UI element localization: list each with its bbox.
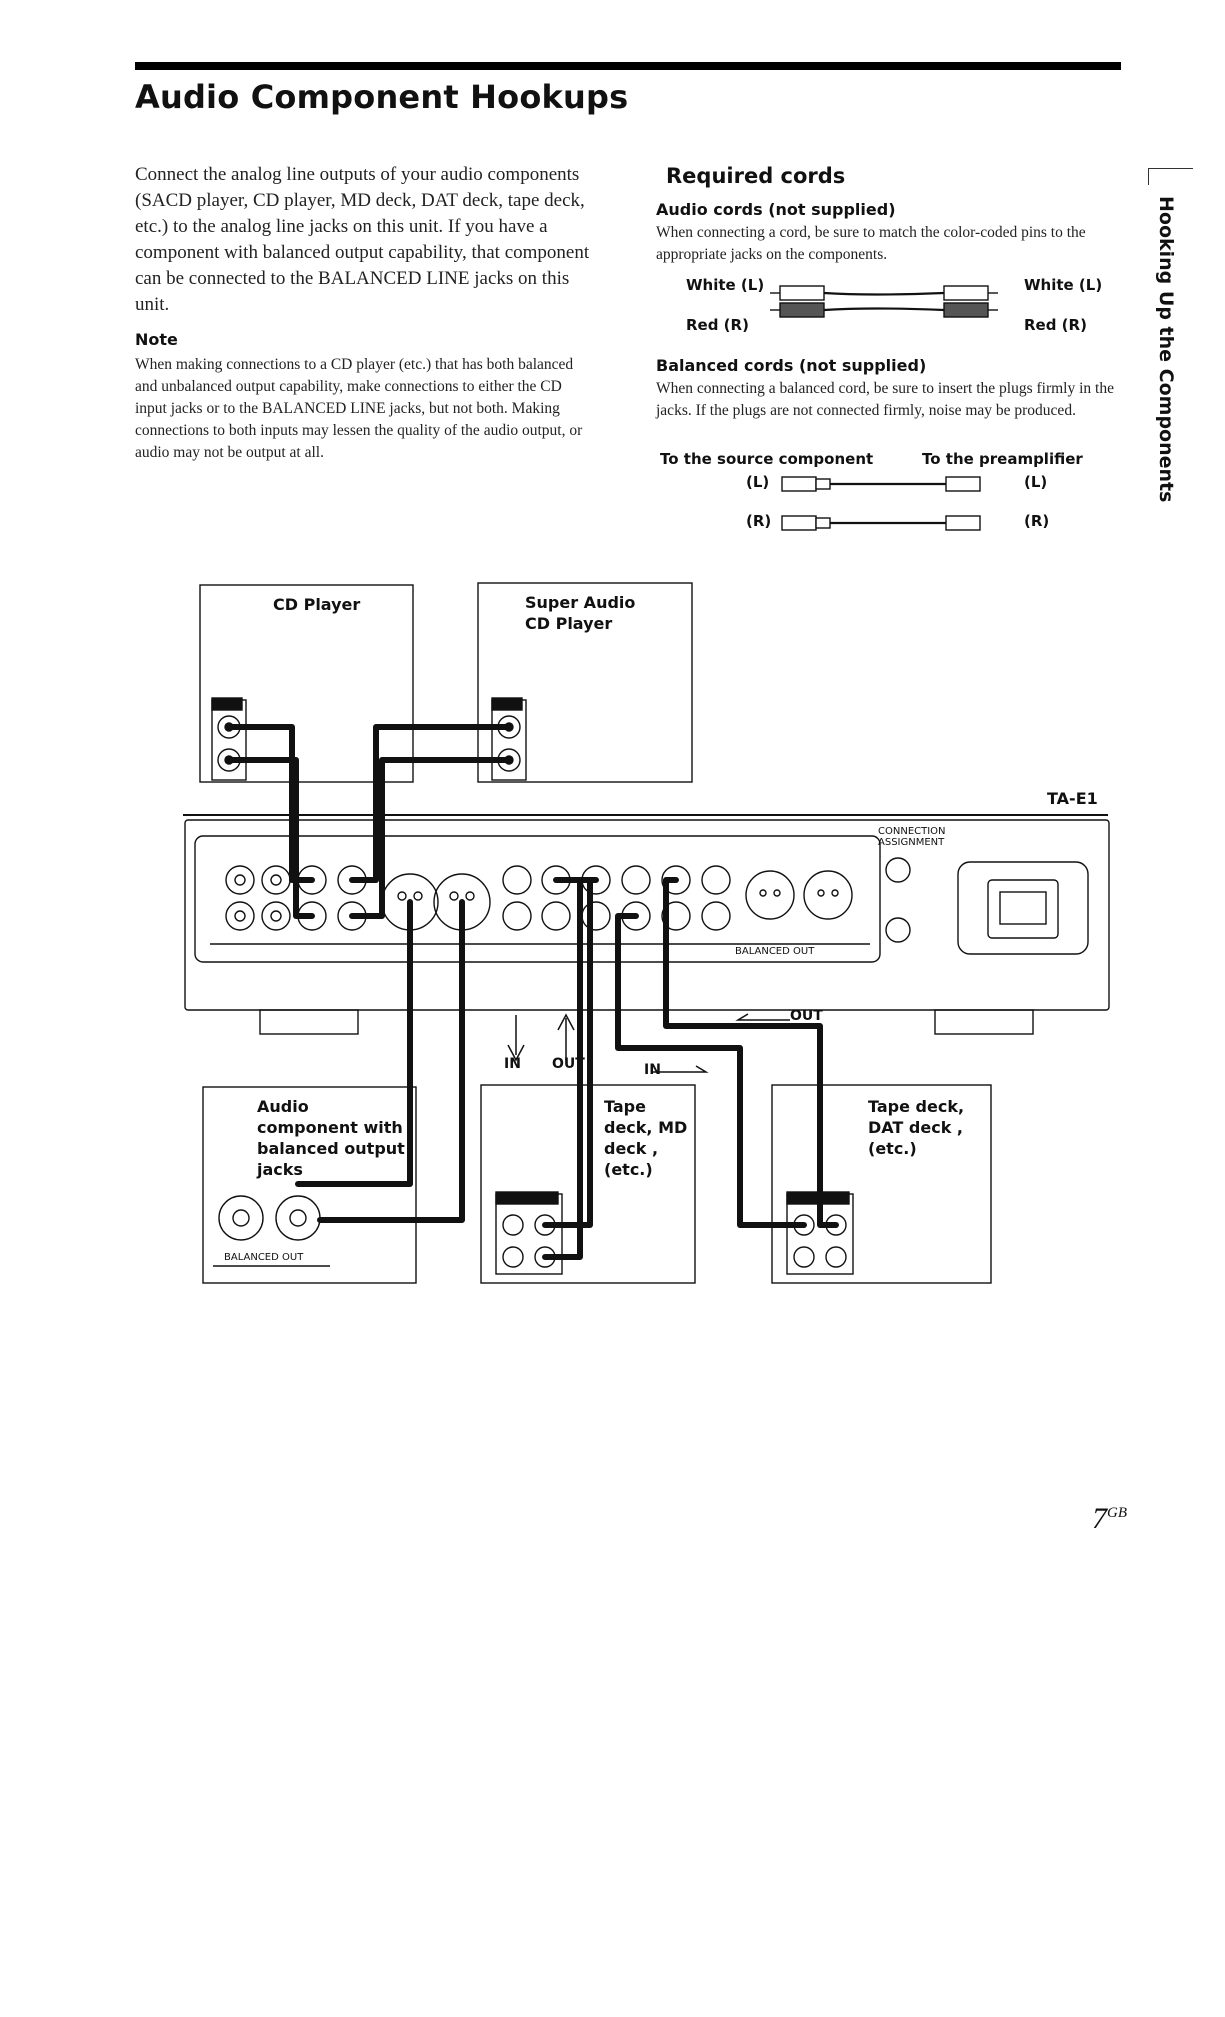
note-text: When making connections to a CD player (…	[135, 356, 583, 461]
white-l-right: White (L)	[1024, 276, 1103, 294]
white-l-left: White (L)	[686, 276, 765, 294]
page-number: 7GB	[1092, 1502, 1127, 1535]
balanced-component-label: Audio component with balanced output jac…	[257, 1097, 405, 1179]
side-tab-marker	[1148, 168, 1193, 185]
sacd-player-label: Super Audio CD Player	[525, 593, 636, 633]
title-rule	[135, 62, 1121, 70]
cd-player-label: CD Player	[273, 595, 361, 614]
to-source-label: To the source component	[660, 450, 874, 468]
out-label-2: OUT	[790, 1008, 823, 1024]
red-r-right: Red (R)	[1024, 316, 1087, 334]
balanced-cords-text: When connecting a balanced cord, be sure…	[656, 380, 1114, 419]
model-label: TA-E1	[1047, 789, 1098, 808]
rca-cord-illustration	[770, 285, 998, 318]
balanced-r-right: (R)	[1024, 512, 1050, 530]
balanced-r-left: (R)	[746, 512, 772, 530]
tape-dat-label: Tape deck, DAT deck , (etc.)	[868, 1097, 965, 1158]
intro-paragraph: Connect the analog line outputs of your …	[135, 164, 590, 315]
balanced-out-box-label: BALANCED OUT	[224, 1252, 304, 1263]
balanced-l-right: (L)	[1024, 473, 1048, 491]
amplifier-rear-panel	[183, 814, 1110, 1035]
cd-player-box	[199, 584, 414, 783]
in-label-2: IN	[644, 1062, 661, 1078]
audio-cords-heading: Audio cords (not supplied)	[656, 200, 896, 219]
in-label-1: IN	[504, 1056, 521, 1072]
audio-cords-text: When connecting a cord, be sure to match…	[656, 224, 1086, 263]
page-title: Audio Component Hookups	[135, 78, 629, 116]
sacd-player-box	[477, 582, 693, 783]
connection-assignment-label: CONNECTION ASSIGNMENT	[878, 826, 946, 848]
red-r-left: Red (R)	[686, 316, 749, 334]
balanced-component-box	[202, 1086, 417, 1284]
to-preamp-label: To the preamplifier	[922, 450, 1083, 468]
balanced-cords-heading: Balanced cords (not supplied)	[656, 356, 927, 375]
required-cords-heading: Required cords	[666, 164, 846, 188]
connection-cables	[226, 724, 839, 1260]
out-label-1: OUT	[552, 1056, 585, 1072]
tape-dat-box	[771, 1084, 992, 1284]
balanced-l-left: (L)	[746, 473, 770, 491]
tape-md-label: Tape deck, MD deck , (etc.)	[604, 1097, 688, 1179]
side-tab-label: Hooking Up the Components	[1155, 196, 1177, 503]
note-heading: Note	[135, 330, 178, 349]
xlr-cord-illustration	[781, 476, 981, 531]
balanced-out-panel-label: BALANCED OUT	[735, 946, 815, 957]
